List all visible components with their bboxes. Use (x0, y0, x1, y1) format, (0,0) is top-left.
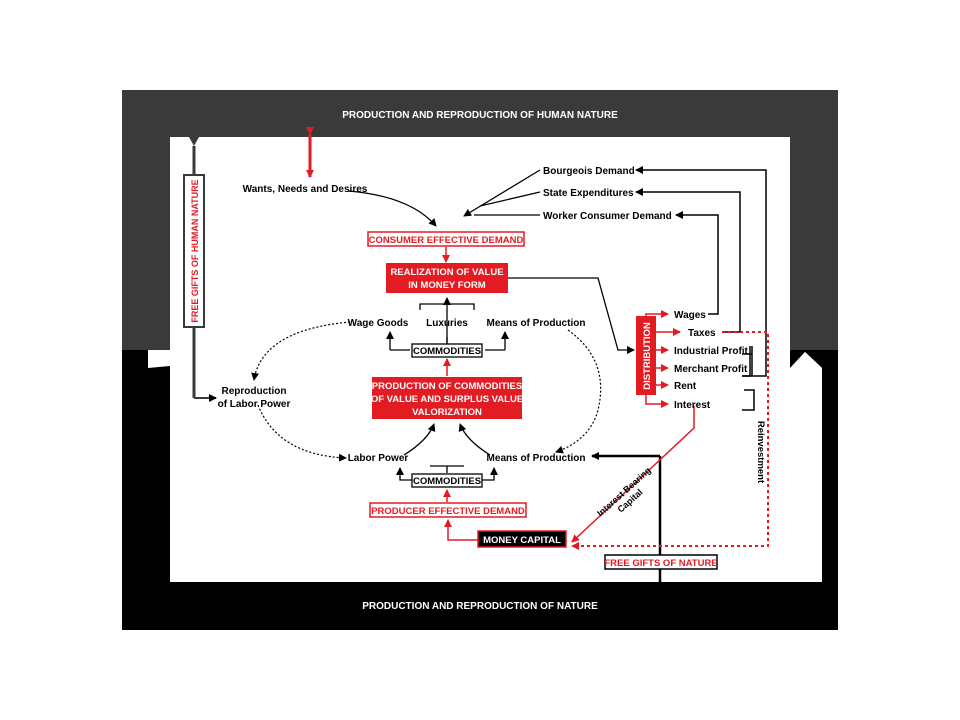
reproduction-line2: of Labor Power (218, 399, 291, 410)
frame-left-notch (122, 350, 148, 370)
labor-power: Labor Power (348, 453, 409, 464)
producer-effective-demand-label: PRODUCER EFFECTIVE DEMAND (371, 506, 525, 517)
realization-line2: IN MONEY FORM (408, 280, 485, 291)
dist-interest: Interest (674, 400, 711, 411)
bottom-commodities-connectors (396, 423, 498, 481)
producer-effective-demand-box (369, 502, 527, 518)
frame-right-notch (790, 352, 822, 582)
realization-box (386, 263, 508, 293)
production-line2: OF VALUE AND SURPLUS VALUE (371, 394, 523, 405)
left-connector-notch (189, 137, 199, 146)
dist-taxes: Taxes (688, 328, 716, 339)
consumer-effective-demand-label: CONSUMER EFFECTIVE DEMAND (369, 235, 524, 246)
money-capital-box (477, 530, 567, 548)
bourgeois-demand: Bourgeois Demand (543, 166, 635, 177)
dist-rent: Rent (674, 381, 697, 392)
wants-needs-desires: Wants, Needs and Desires (243, 184, 368, 195)
frame (122, 90, 838, 630)
dist-industrial-profit: Industrial Profit (674, 346, 749, 357)
commodities-bottom-box (411, 473, 483, 488)
state-expenditures: State Expenditures (543, 188, 634, 199)
free-gifts-nature-label: FREE GIFTS OF NATURE (604, 558, 717, 569)
bottom-band-title: PRODUCTION AND REPRODUCTION OF NATURE (362, 601, 598, 612)
realization-line1: REALIZATION OF VALUE (390, 267, 503, 278)
means-of-production-top: Means of Production (487, 318, 586, 329)
state-to-consumer-line (479, 191, 541, 207)
top-commodities-connectors (386, 297, 509, 351)
free-gifts-human-label: FREE GIFTS OF HUMAN NATURE (190, 179, 200, 322)
bourgeois-to-consumer-line (463, 169, 541, 217)
commodities-bottom-label: COMMODITIES (413, 476, 481, 487)
commodities-top-box (411, 343, 483, 358)
reinvestment-dotted-line (571, 331, 769, 550)
distribution-label: DISTRIBUTION (642, 322, 653, 390)
free-gifts-human-box (183, 174, 205, 328)
nature-connector-notch (655, 582, 665, 590)
commodities-top-label: COMMODITIES (413, 346, 481, 357)
wants-to-consumer-arrow (347, 190, 437, 227)
money-capital-label: MONEY CAPITAL (483, 535, 561, 546)
dist-merchant-profit: Merchant Profit (674, 364, 748, 375)
wage-goods: Wage Goods (348, 318, 409, 329)
money-to-producer-arrow (444, 519, 478, 541)
interest-to-money-arrow (571, 406, 695, 543)
means-of-production-bottom: Means of Production (487, 453, 586, 464)
production-line1: PRODUCTION OF COMMODITIES (372, 381, 522, 392)
reinvestment-label: Reinvestment (755, 421, 766, 484)
distribution-arrows (645, 310, 681, 408)
production-box (372, 377, 522, 419)
production-line3: VALORIZATION (412, 407, 482, 418)
worker-consumer-demand: Worker Consumer Demand (543, 211, 672, 222)
top-band-title: PRODUCTION AND REPRODUCTION OF HUMAN NAT… (342, 110, 618, 121)
free-gifts-nature-box (604, 554, 718, 570)
dotted-loops (251, 321, 602, 462)
dist-wages: Wages (674, 310, 706, 321)
consumer-effective-demand-box (367, 231, 525, 247)
reproduction-line1: Reproduction (222, 386, 287, 397)
distribution-box (636, 316, 656, 395)
realization-to-distribution-arrow (508, 277, 635, 354)
